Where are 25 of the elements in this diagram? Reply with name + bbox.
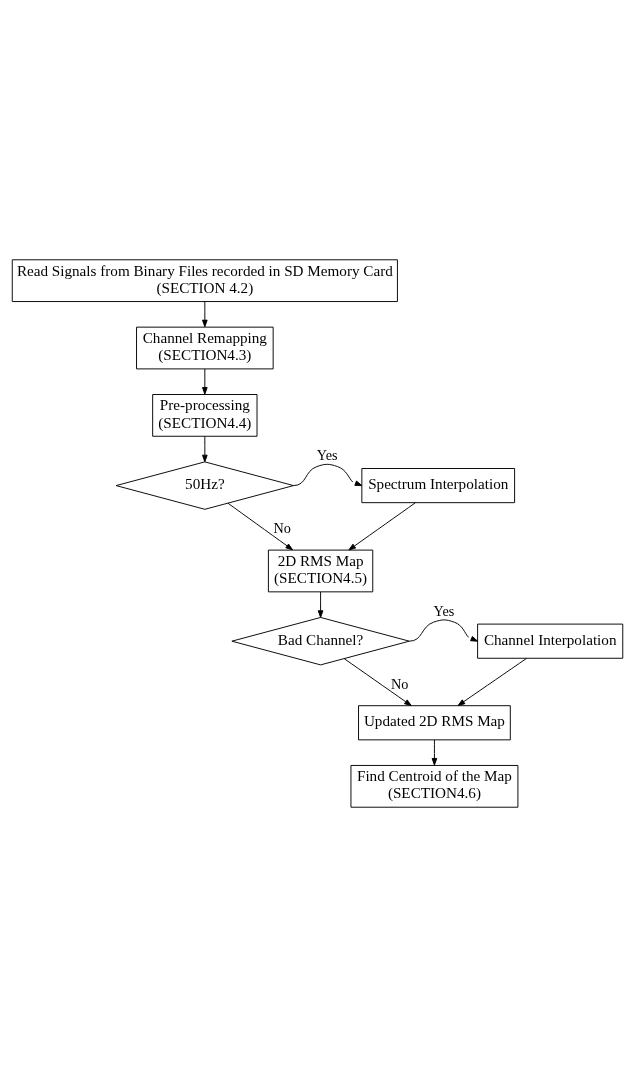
arrow [317,591,324,618]
edge-label: No [273,519,291,536]
node-diamond: 50Hz? [115,460,294,510]
arrow [408,618,479,642]
node-box: Read Signals from Binary Files recorded in SD Memory Card (SECTION 4.2) [11,258,398,302]
arrow [227,502,294,550]
node-box: Find Centroid of the Map (SECTION4.6) [350,764,519,808]
arrow [343,657,412,706]
edge-label: No [391,675,409,692]
node-box: Channel Interpolation [477,623,624,659]
arrow [431,738,438,766]
node-box: Updated 2D RMS Map [358,704,511,740]
node-box: Pre-processing (SECTION4.4) [152,393,258,437]
node-box: Channel Remapping (SECTION4.3) [136,326,274,369]
node-box: Spectrum Interpolation [361,467,516,503]
arrow [348,501,416,550]
arrow [202,368,208,395]
arrow [293,463,363,486]
edge-label: Yes [316,446,338,463]
edge-label: Yes [433,602,455,619]
arrow [202,300,208,327]
node-box: 2D RMS Map (SECTION4.5) [267,549,374,592]
arrow [202,435,208,462]
arrow [457,657,527,706]
node-diamond: Bad Channel? [231,616,410,665]
